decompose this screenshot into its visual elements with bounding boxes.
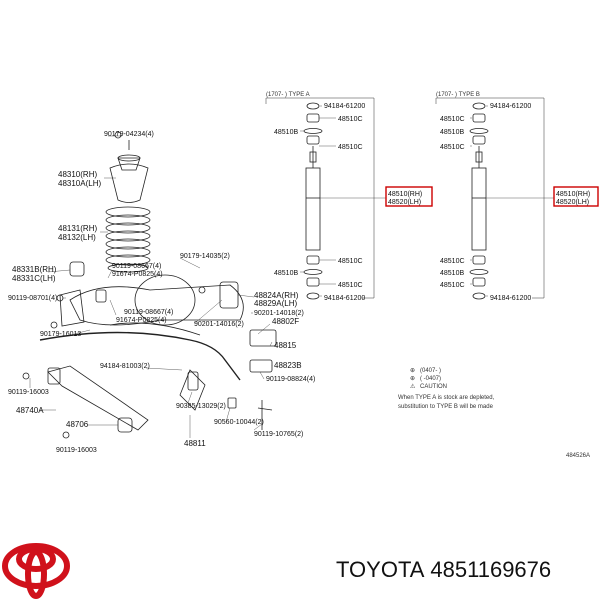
label-90385-13029: 90385-13029(2): [176, 403, 226, 410]
caution-line-2: substitution to TYPE B will be made: [398, 404, 494, 410]
label-48310a-lh: 48310A(LH): [58, 179, 101, 188]
label-91674-p0825-a: 91674-P0825(4): [112, 271, 163, 278]
legend-mark-2: ⊕: [410, 376, 415, 382]
label-90119-10765: 90119-10765(2): [254, 431, 303, 438]
type-a-nut-bottom: 94184-61200: [324, 295, 365, 302]
type-a-highlight-box: [385, 186, 433, 207]
toyota-logo: [2, 543, 70, 599]
label-48829a-lh: 48829A(LH): [254, 299, 297, 308]
label-48824a-rh: 48824A(RH): [254, 291, 299, 300]
type-b-shock-rh: 48510(RH): [556, 191, 590, 198]
label-90119-08667-a: 90119-08667(4): [112, 263, 161, 270]
type-b-highlight-box: [553, 186, 599, 207]
label-48310-rh: 48310(RH): [58, 170, 97, 179]
left-leader-lines: [29, 135, 273, 438]
caution-line-1: When TYPE A is stock are depleted,: [398, 395, 495, 401]
label-90179-16013: 90179-16013: [40, 331, 81, 338]
label-90201-14018: 90201-14018(2): [254, 310, 304, 317]
part-number: 4851169676: [430, 557, 552, 582]
type-b-nut-top: 94184-61200: [490, 103, 531, 110]
label-90119-16003-a: 90119-16003: [8, 389, 49, 396]
label-48331b-rh: 48331B(RH): [12, 265, 57, 274]
label-91674-p0825-b: 91674-P0825(4): [116, 317, 167, 324]
doc-id: 484526A: [566, 453, 590, 459]
type-b-panel: (1707- ) TYPE B: [435, 92, 599, 302]
legend-line-1: (0407- ): [420, 368, 441, 374]
label-48811: 48811: [184, 439, 206, 448]
legend-line-2: ( -0407): [420, 376, 441, 382]
type-b-retainer-bottom: 48510B: [440, 270, 464, 277]
type-a-cushion-4: 48510C: [338, 282, 363, 289]
type-b-shock-drawing: [469, 102, 489, 300]
caution-icon: ⚠: [410, 383, 416, 390]
type-b-header: (1707- ) TYPE B: [436, 92, 480, 98]
legend-mark-1: ⊕: [410, 368, 415, 374]
type-b-nut-bottom: 94184-61200: [490, 295, 531, 302]
label-48331c-lh: 48331C(LH): [12, 274, 56, 283]
label-48815: 48815: [274, 341, 297, 350]
type-a-shock-rh: 48510(RH): [388, 191, 422, 198]
left-assembly-drawing: [22, 131, 277, 439]
label-94184-81003: 94184-81003(2): [100, 363, 150, 370]
type-b-cushion-1: 48510C: [440, 116, 465, 123]
label-90119-16003-b: 90119-16003: [56, 447, 97, 454]
left-labels: 90179-04234(4) 48310(RH) 48310A(LH) 4813…: [8, 131, 315, 454]
label-90560-10044: 90560-10044(2): [214, 419, 264, 426]
type-a-shock-lh: 48520(LH): [388, 199, 421, 206]
type-b-cushion-2: 48510C: [440, 144, 465, 151]
label-90201-14016: 90201-14016(2): [194, 321, 244, 328]
type-a-nut-top: 94184-61200: [324, 103, 365, 110]
type-a-shock-drawing: [303, 102, 323, 300]
type-a-cushion-2: 48510C: [338, 144, 363, 151]
type-b-shock-lh: 48520(LH): [556, 199, 589, 206]
type-a-cushion-3: 48510C: [338, 258, 363, 265]
label-48132-lh: 48132(LH): [58, 233, 96, 242]
type-a-header: (1707- ) TYPE A: [266, 92, 310, 98]
type-b-cushion-3: 48510C: [440, 258, 465, 265]
label-48823b: 48823B: [274, 361, 302, 370]
label-90119-08824: 90119-08824(4): [266, 376, 315, 383]
label-48802f: 48802F: [272, 317, 299, 326]
legend-caution: ⊕ (0407- ) ⊕ ( -0407) ⚠ CAUTION When TYP…: [398, 368, 590, 459]
label-90119-08701: 90119-08701(4): [8, 295, 57, 302]
label-48740a: 48740A: [16, 406, 44, 415]
label-48131-rh: 48131(RH): [58, 224, 97, 233]
label-90119-08667-b: 90119-08667(4): [124, 309, 173, 316]
label-48706: 48706: [66, 420, 89, 429]
type-a-cushion-1: 48510C: [338, 116, 363, 123]
brand-name: TOYOTA: [336, 557, 425, 582]
type-a-retainer-top: 48510B: [274, 129, 298, 136]
type-a-panel: (1707- ) TYPE A: [265, 92, 433, 302]
type-a-retainer-bottom: 48510B: [274, 270, 298, 277]
type-b-cushion-4: 48510C: [440, 282, 465, 289]
coil-spring: [105, 206, 151, 273]
label-90179-04234: 90179-04234(4): [104, 131, 154, 138]
caution-title: CAUTION: [420, 384, 447, 390]
label-90179-14035: 90179-14035(2): [180, 253, 230, 260]
type-b-retainer-top: 48510B: [440, 129, 464, 136]
